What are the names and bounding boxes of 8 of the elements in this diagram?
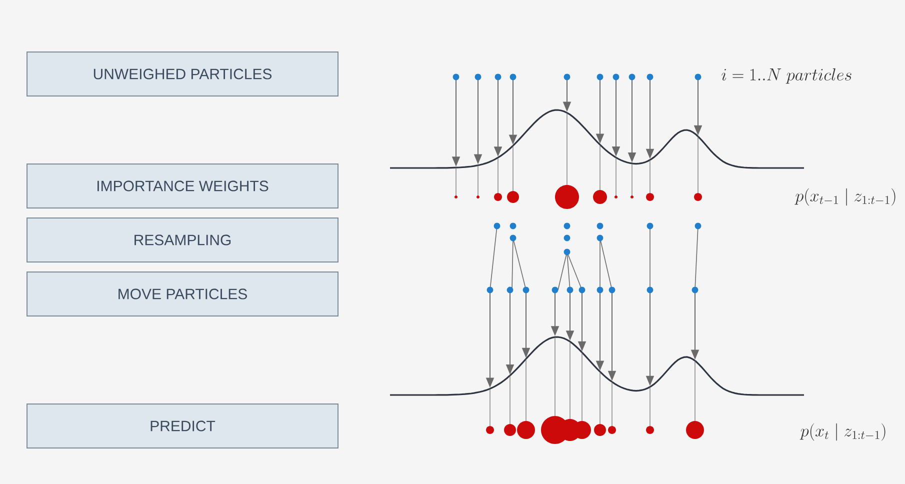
step-box: RESAMPLING — [26, 218, 338, 262]
formula-label: $i = 1..N\ particles$ — [722, 68, 852, 84]
formula-label: $p(x_t \mid z_{1:t-1})$ — [800, 423, 886, 441]
step-box: UNWEIGHED PARTICLES — [26, 52, 338, 96]
step-box: IMPORTANCE WEIGHTS — [26, 164, 338, 208]
step-box: PREDICT — [26, 404, 338, 448]
formula-label: $p(x_{t-1} \mid z_{1:t-1})$ — [794, 188, 896, 206]
step-box: MOVE PARTICLES — [26, 272, 338, 316]
